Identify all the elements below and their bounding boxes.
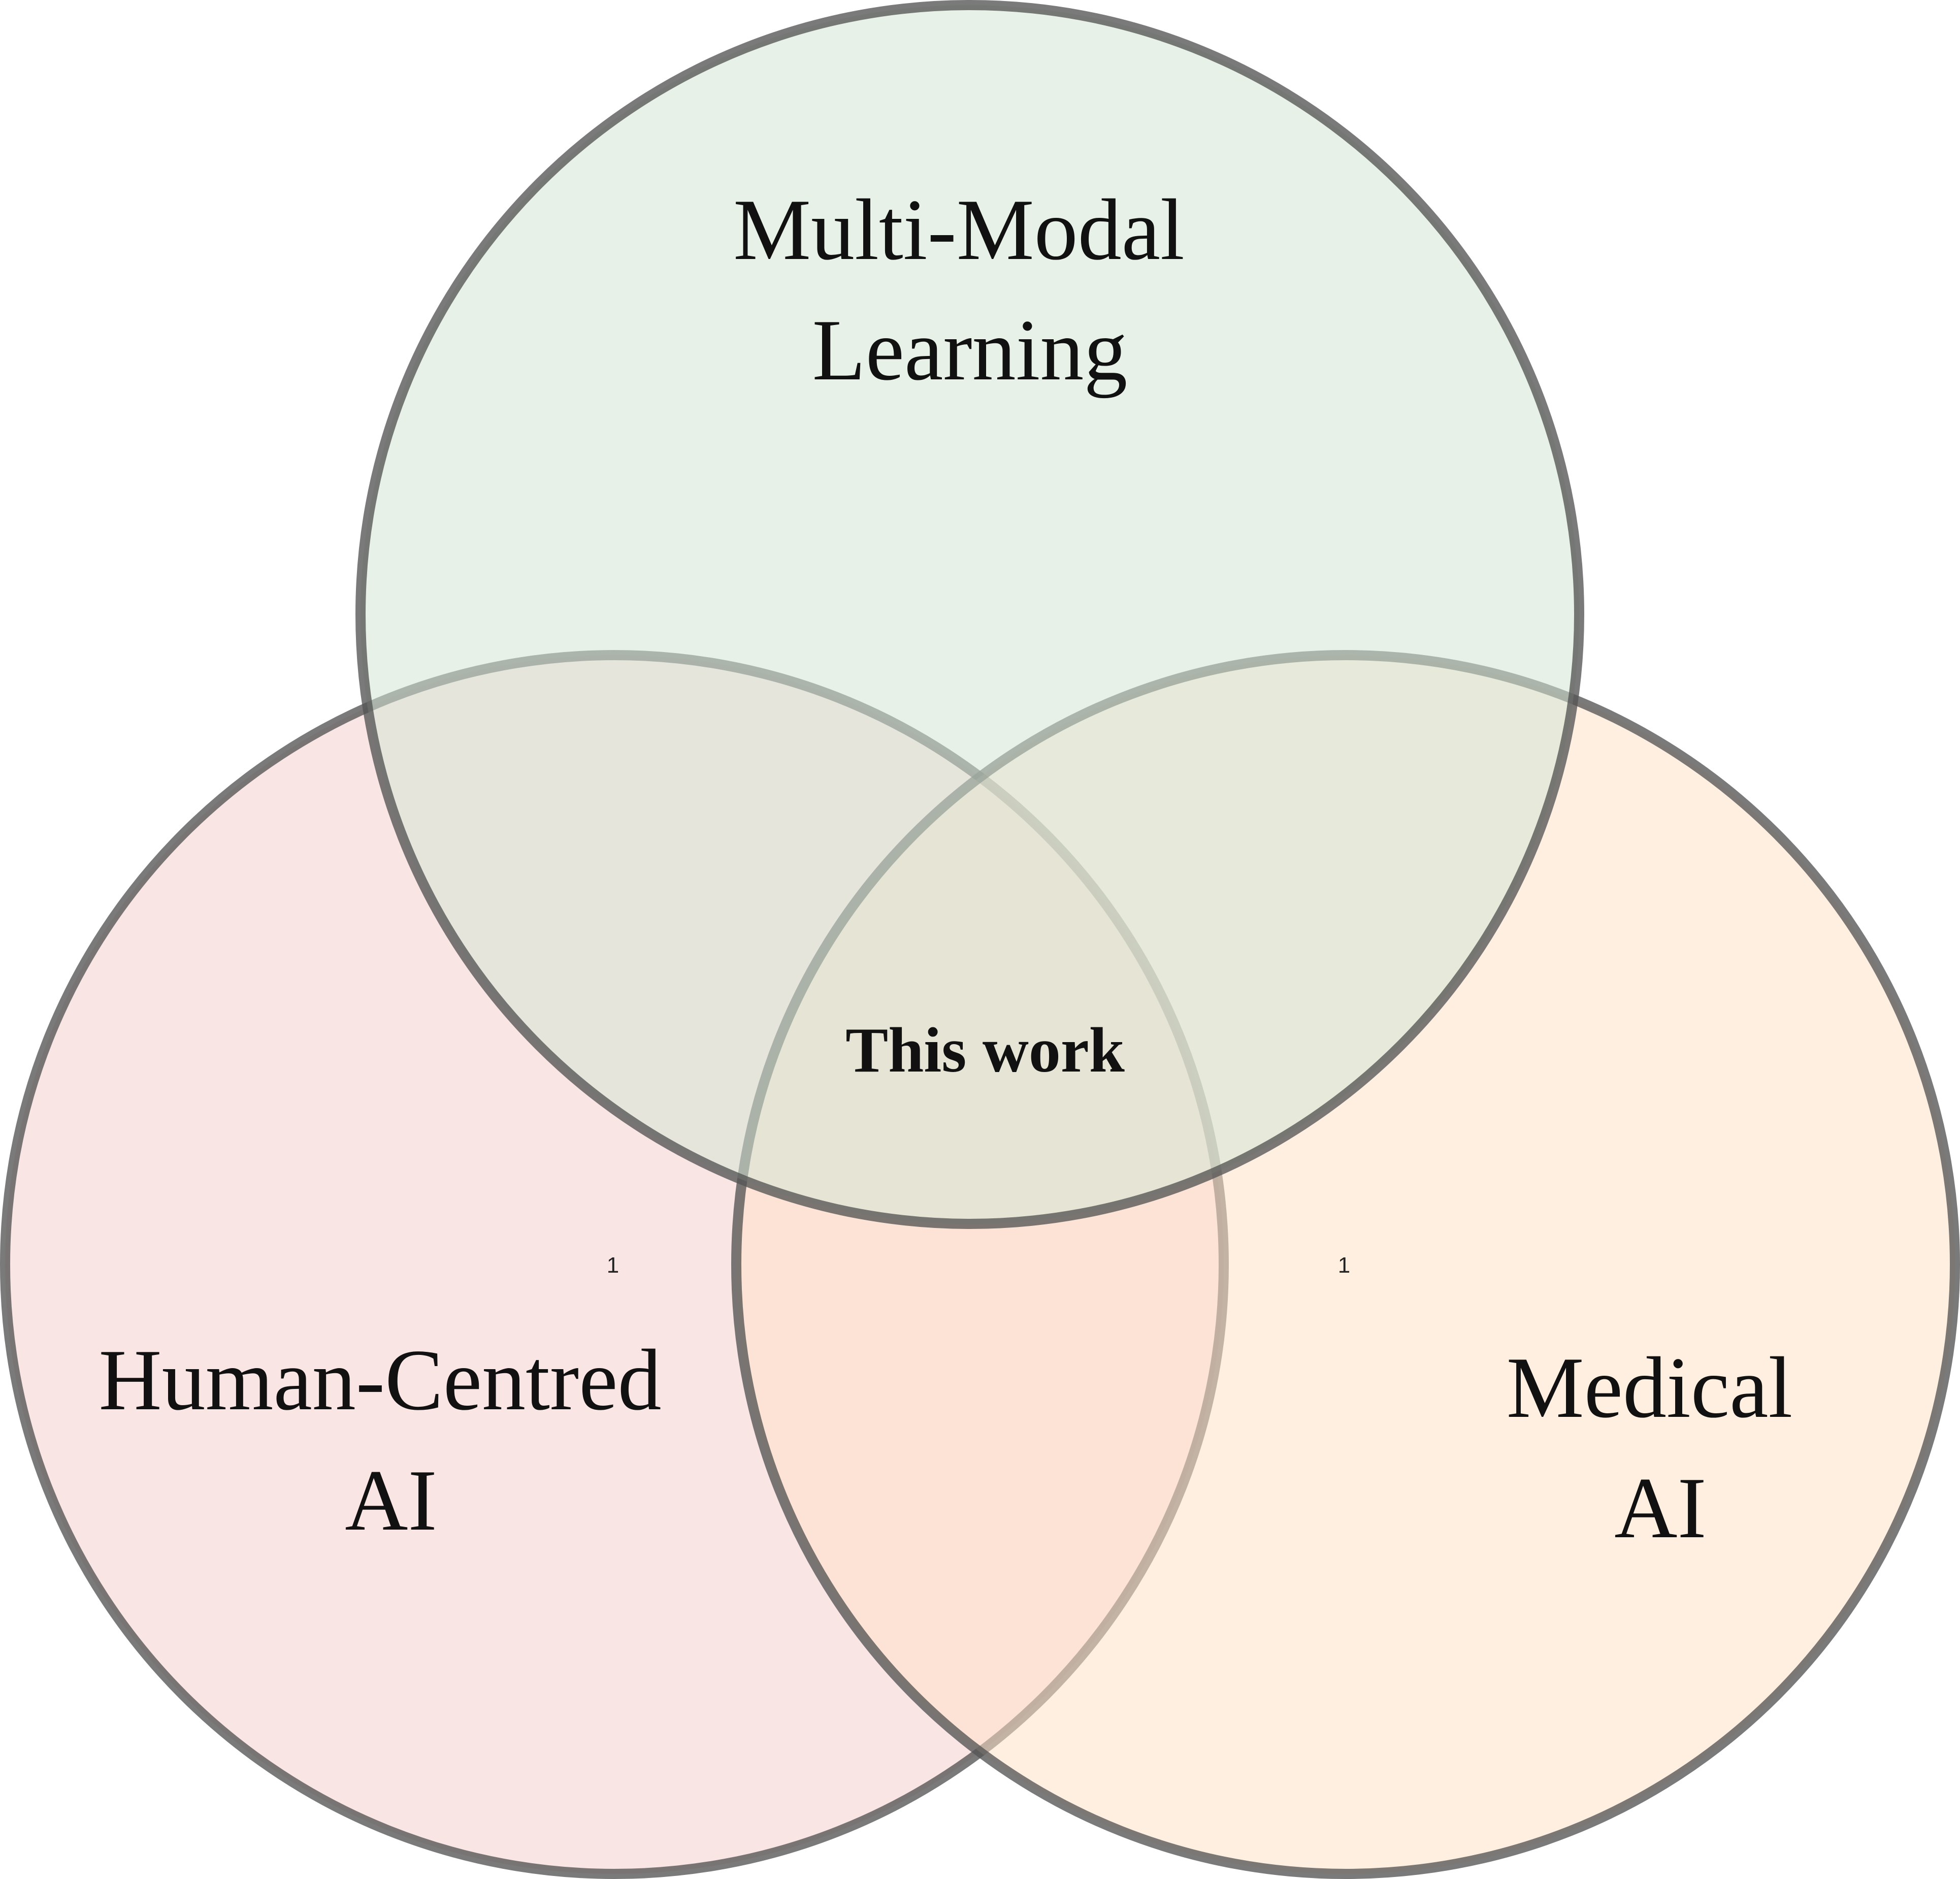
multi-modal-learning-label-line-1: Multi-Modal <box>733 182 1185 278</box>
intersection-marker-right: 1 <box>1338 1253 1350 1278</box>
medical-ai-label: Medical AI <box>1507 1340 1815 1557</box>
multi-modal-learning-circle <box>355 0 1584 1229</box>
human-centred-ai-label-line-1: Human-Centred <box>99 1332 661 1429</box>
intersection-label: This work <box>845 1015 1125 1086</box>
intersection-marker-left: 1 <box>607 1253 619 1278</box>
multi-modal-learning-label: Multi-Modal Learning <box>733 182 1206 399</box>
human-centred-ai-label-line-2: AI <box>345 1452 437 1549</box>
multi-modal-learning-label-line-2: Learning <box>812 302 1128 399</box>
medical-ai-label-line-2: AI <box>1614 1460 1707 1557</box>
medical-ai-label-line-1: Medical <box>1507 1340 1793 1436</box>
human-centred-ai-label: Human-Centred AI <box>99 1332 683 1549</box>
